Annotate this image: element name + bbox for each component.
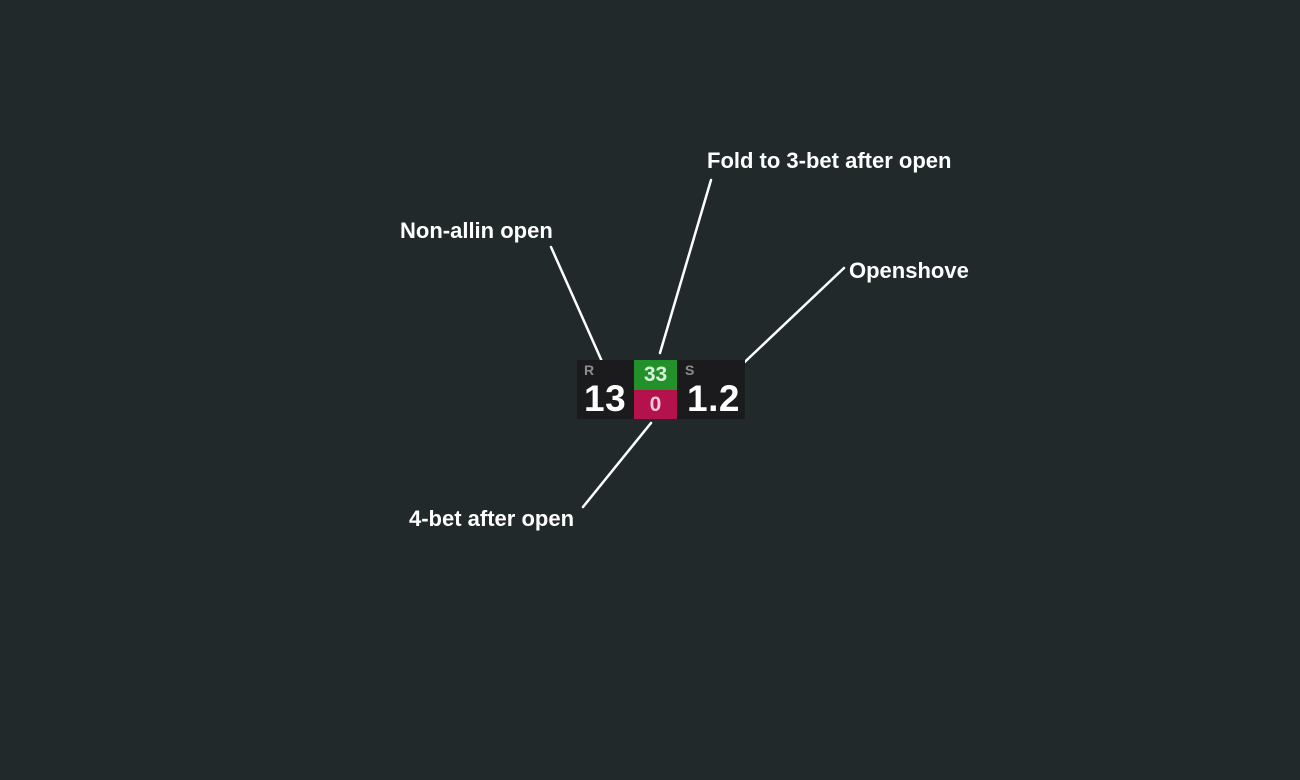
hud-raise-block: R 13 <box>577 360 634 419</box>
hud-panel: R 13 33 0 S 1.2 <box>577 360 745 419</box>
callout-line-4bet-after-open <box>581 421 653 509</box>
callout-line-openshove <box>729 266 846 377</box>
callout-line-fold-to-3bet <box>658 178 713 355</box>
annotation-openshove: Openshove <box>849 258 969 283</box>
hud-raise-letter: R <box>584 362 595 378</box>
hud-fold-to-3bet-cell: 33 <box>634 360 677 390</box>
callout-line-non-allin-open <box>549 245 606 368</box>
hud-4bet-value: 0 <box>649 392 662 416</box>
annotation-non-allin-open: Non-allin open <box>400 218 553 243</box>
hud-raise-value: 13 <box>584 378 627 419</box>
annotation-4bet-after-open: 4-bet after open <box>409 506 575 531</box>
hud-middle-column: 33 0 <box>634 360 677 419</box>
hud-shove-value: 1.2 <box>687 378 740 419</box>
annotation-fold-to-3bet: Fold to 3-bet after open <box>707 148 952 173</box>
hud-shove-block: S 1.2 <box>677 360 745 419</box>
hud-fold-to-3bet-value: 33 <box>643 363 668 387</box>
hud-shove-letter: S <box>685 362 695 378</box>
hud-4bet-cell: 0 <box>634 389 677 419</box>
